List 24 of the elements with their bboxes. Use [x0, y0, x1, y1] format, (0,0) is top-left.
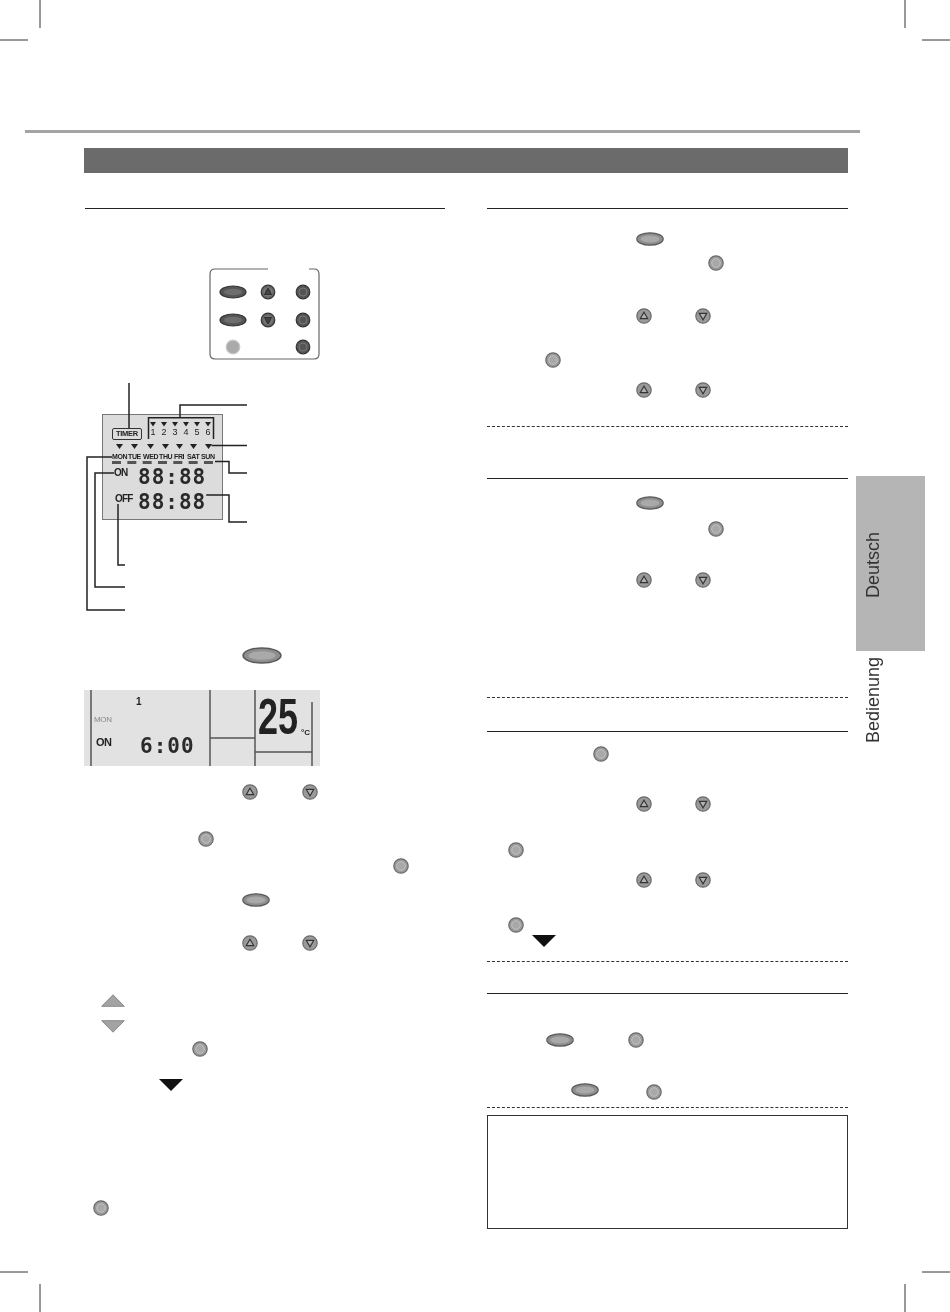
day-underline-bar — [112, 461, 215, 464]
program-numbers: 1 2 3 4 5 6 — [150, 428, 211, 437]
unit-label: °C — [301, 729, 310, 737]
leader-line — [214, 460, 248, 474]
leader-line — [94, 472, 126, 588]
temperature-digits: 25 — [258, 692, 299, 742]
leader-line — [86, 456, 126, 611]
time-digits: 6:00 — [140, 736, 195, 757]
time-digits: 88:88 — [138, 467, 207, 488]
day-marker-icon — [204, 444, 212, 449]
status-label: ON — [114, 468, 128, 478]
note-box — [487, 1115, 848, 1229]
leader-line — [179, 404, 248, 418]
leader-line — [117, 503, 126, 566]
leader-line — [205, 494, 248, 523]
language-tab — [856, 476, 925, 651]
day-label: MON — [94, 716, 112, 724]
program-number: 1 — [136, 697, 142, 707]
status-label: ON — [96, 737, 112, 748]
tab-label: Deutsch — [864, 532, 882, 599]
leader-line — [210, 444, 248, 447]
status-label: OFF — [115, 494, 133, 504]
time-digits: 88:88 — [138, 492, 207, 513]
lcd-display — [102, 414, 223, 520]
